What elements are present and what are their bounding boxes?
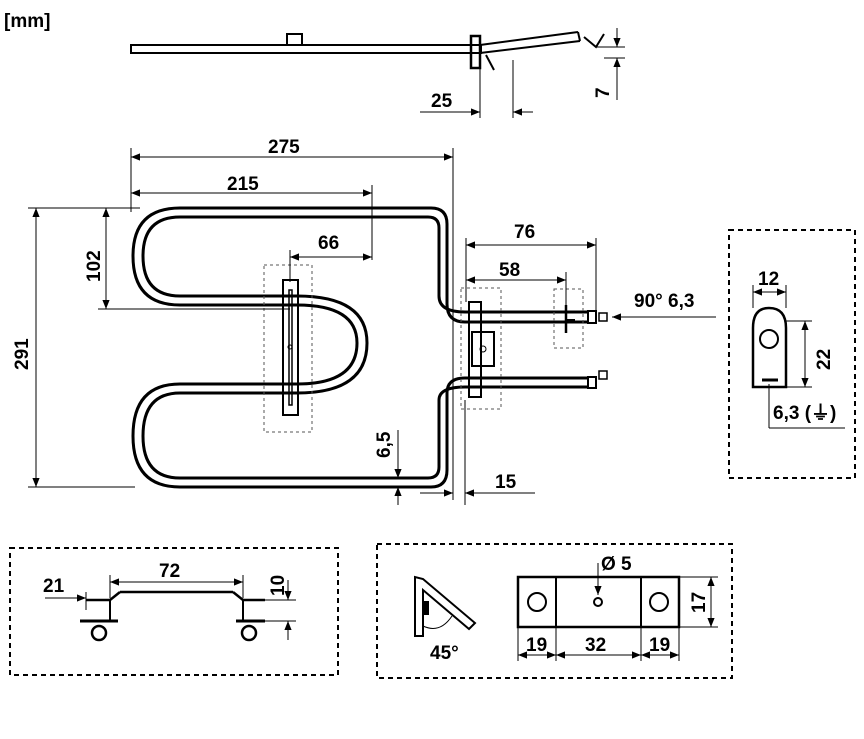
dim-58-label: 58 (499, 260, 520, 281)
bracket-detail: 21 72 10 (9, 547, 339, 676)
dim-ground-label: 6,3 (⏚) (773, 402, 836, 424)
dim-102-label: 102 (84, 250, 105, 282)
dim-17-label: 17 (689, 592, 710, 613)
dim-25-label: 25 (431, 91, 453, 112)
dim-10-label: 10 (268, 575, 289, 596)
dim-72-label: 72 (159, 561, 180, 582)
dim-22-label: 22 (814, 349, 835, 370)
dim-76-label: 76 (514, 222, 535, 243)
dim-275-label: 275 (268, 137, 300, 158)
dim-19-left-label: 19 (526, 635, 547, 656)
unit-label: [mm] (4, 11, 50, 32)
flange-detail: 45° Ø 5 17 19 32 19 (376, 543, 733, 679)
dim-19-right-label: 19 (649, 635, 670, 656)
terminal-detail: 12 22 6,3 (⏚) (728, 229, 856, 479)
angle-label: 45° (430, 643, 459, 664)
hole-diameter-label: Ø 5 (601, 554, 632, 575)
flange-profile-fill (423, 601, 429, 615)
heating-element-top-view (131, 206, 608, 489)
side-view: 25 7 (130, 28, 625, 118)
dim-15-label: 15 (495, 472, 517, 493)
dim-6-5-label: 6,5 (374, 431, 395, 458)
dim-12-label: 12 (758, 269, 779, 290)
dim-32-label: 32 (585, 635, 606, 656)
dim-215-label: 215 (227, 174, 259, 195)
dim-21-label: 21 (43, 576, 65, 597)
dim-terminal-label: 90° 6,3 (634, 291, 694, 312)
top-view-dimensions: 275 215 102 66 291 76 58 90° 6,3 (12, 137, 716, 505)
dim-66-label: 66 (318, 233, 339, 254)
dim-291-label: 291 (12, 338, 33, 370)
dim-7-label: 7 (593, 87, 614, 98)
